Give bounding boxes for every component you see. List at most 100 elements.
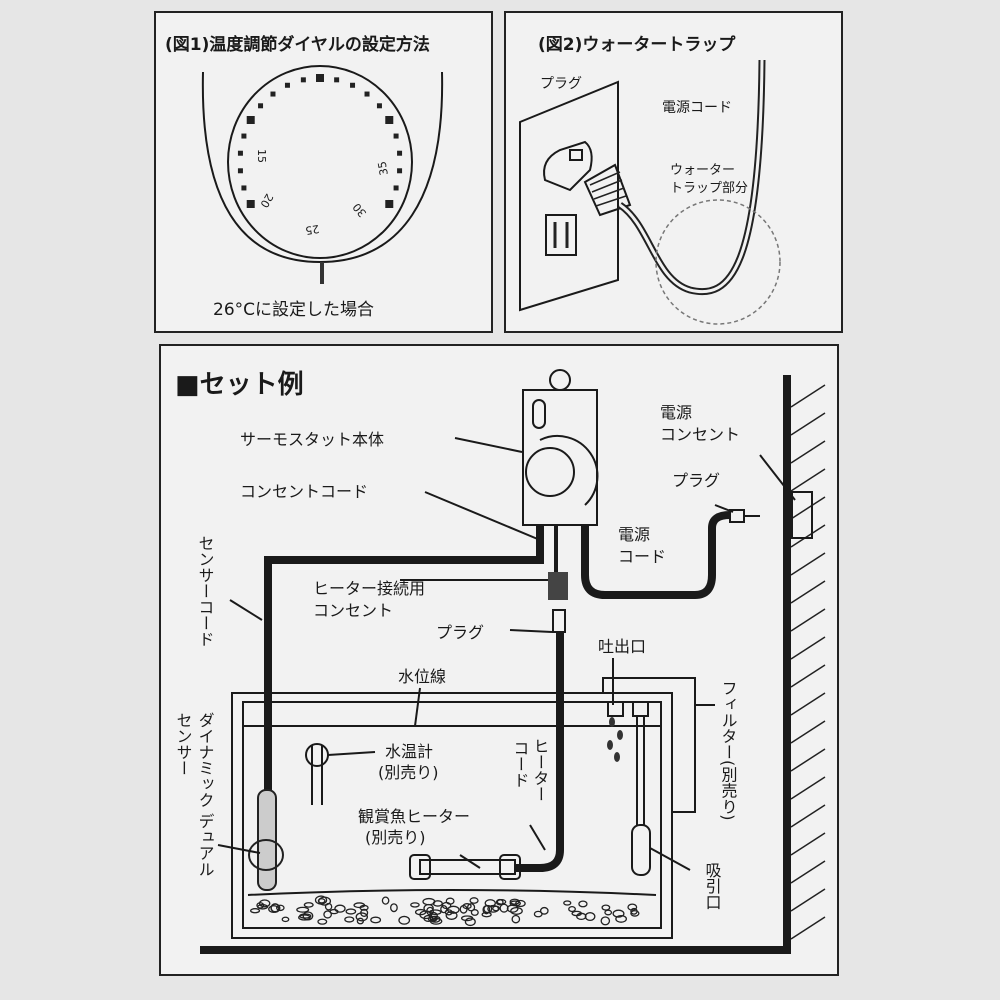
hatch-line xyxy=(790,804,826,828)
dial-tick xyxy=(393,185,399,191)
label-wall-outlet-1: 電源 xyxy=(660,403,692,422)
label-sensor-1: ダイナミック デュアル xyxy=(196,712,215,877)
label-outlet-port: 吐出口 xyxy=(598,637,646,656)
gravel-stone xyxy=(432,900,443,907)
water-trap-circle xyxy=(655,199,781,325)
hatch-line xyxy=(790,524,826,548)
gravel-stone xyxy=(256,902,265,909)
dial-label-35: 35 xyxy=(376,160,391,176)
label-power-cord-2: コード xyxy=(618,547,666,566)
dial-tick xyxy=(334,77,340,83)
dial-tick xyxy=(284,82,290,88)
plug-head xyxy=(543,140,593,192)
gravel-stone xyxy=(317,918,328,925)
socket-slots xyxy=(553,222,569,248)
gravel-stone xyxy=(275,904,285,912)
gravel-stone xyxy=(568,905,576,913)
gravel-stone xyxy=(563,900,572,906)
gravel-stone xyxy=(410,902,420,908)
label-heater-outlet-2: コンセント xyxy=(313,601,393,620)
hatch-line xyxy=(790,720,826,744)
hatch-line xyxy=(790,636,826,660)
hatch-line xyxy=(790,776,826,800)
hatch-line xyxy=(790,860,826,884)
gravel-stone xyxy=(464,917,476,927)
hatch-line xyxy=(790,888,826,912)
gravel-stone xyxy=(630,910,640,917)
gravel-stone xyxy=(492,905,500,912)
gravel-stone xyxy=(447,905,460,914)
dial-label-20: 20 xyxy=(257,191,275,210)
gravel-stone xyxy=(470,909,479,916)
fig1-title: (図1)温度調節ダイヤルの設定方法 xyxy=(165,34,430,55)
wall-plate xyxy=(519,80,619,312)
dial-tick xyxy=(350,82,356,88)
fig2-plug-label: プラグ xyxy=(540,76,582,92)
indicator-lamp xyxy=(532,399,546,429)
gravel-stone xyxy=(571,910,582,917)
label-water-line: 水位線 xyxy=(398,667,446,686)
dial-tick xyxy=(385,116,394,124)
gravel-stone xyxy=(419,910,433,920)
gravel-stone xyxy=(612,909,625,918)
dial-tick xyxy=(397,168,403,174)
gravel-stone xyxy=(515,899,526,908)
dial-tick xyxy=(364,91,370,97)
label-thermometer-1: 水温計 xyxy=(385,742,433,761)
gravel-stone xyxy=(466,903,476,912)
fig2-title: (図2)ウォータートラップ xyxy=(538,34,736,55)
label-thermometer-2: (別売り) xyxy=(378,763,439,782)
fig1-caption: 26°Cに設定した場合 xyxy=(213,300,374,320)
gravel-stone xyxy=(250,908,261,914)
gravel-stone xyxy=(323,910,332,919)
temperature-dial xyxy=(227,65,413,259)
heater-cord xyxy=(515,632,564,872)
gravel-stone xyxy=(445,910,458,920)
filter-box xyxy=(602,677,696,813)
dial-tick xyxy=(241,185,247,191)
gravel-stone xyxy=(281,916,290,923)
gravel-stone xyxy=(511,914,521,924)
gravel-stone xyxy=(441,901,452,910)
dial-tick xyxy=(376,103,382,109)
gravel-stone xyxy=(345,908,357,915)
leader-lines xyxy=(217,437,796,871)
hatch-line xyxy=(790,664,826,688)
gravel-stone xyxy=(398,915,411,925)
gravel-stone xyxy=(510,906,523,915)
dial-label-25: 25 xyxy=(304,222,320,237)
hatch-line xyxy=(790,832,826,856)
label-heater-cord-1: ヒーター xyxy=(531,738,550,802)
power-cord-line xyxy=(581,511,731,599)
gravel-stone xyxy=(627,903,638,911)
gravel-stone xyxy=(324,902,333,911)
gravel-stone xyxy=(360,908,369,917)
outlet-nozzle xyxy=(607,701,624,717)
gravel-stone xyxy=(381,896,390,905)
hatch-line xyxy=(790,468,826,492)
hatch-line xyxy=(790,608,826,632)
gravel-stone xyxy=(469,897,479,904)
wall-hatching xyxy=(790,384,826,940)
label-sensor-2: センサー xyxy=(174,712,193,776)
label-thermostat: サーモスタット本体 xyxy=(240,430,384,449)
dial-tick xyxy=(237,168,243,174)
dial-knob xyxy=(525,447,575,497)
heater-outlet xyxy=(548,572,568,600)
dial-tick xyxy=(270,91,276,97)
grip-ridges xyxy=(589,171,627,207)
intake-strainer xyxy=(631,824,651,876)
label-sensor-cord: センサーコード xyxy=(196,535,215,647)
label-plug-right: プラグ xyxy=(672,471,720,490)
gravel-stone xyxy=(495,898,504,906)
label-heater-cord-2: コード xyxy=(511,740,530,788)
gravel-stone xyxy=(600,916,611,926)
gravel-stone xyxy=(539,906,549,915)
hatch-line xyxy=(790,916,826,940)
fig2-trap-label-1: ウォーター xyxy=(670,163,735,178)
gravel-stone xyxy=(499,903,509,913)
gravel-stone xyxy=(462,903,472,910)
gravel xyxy=(250,895,640,927)
dial-tick xyxy=(241,133,247,139)
